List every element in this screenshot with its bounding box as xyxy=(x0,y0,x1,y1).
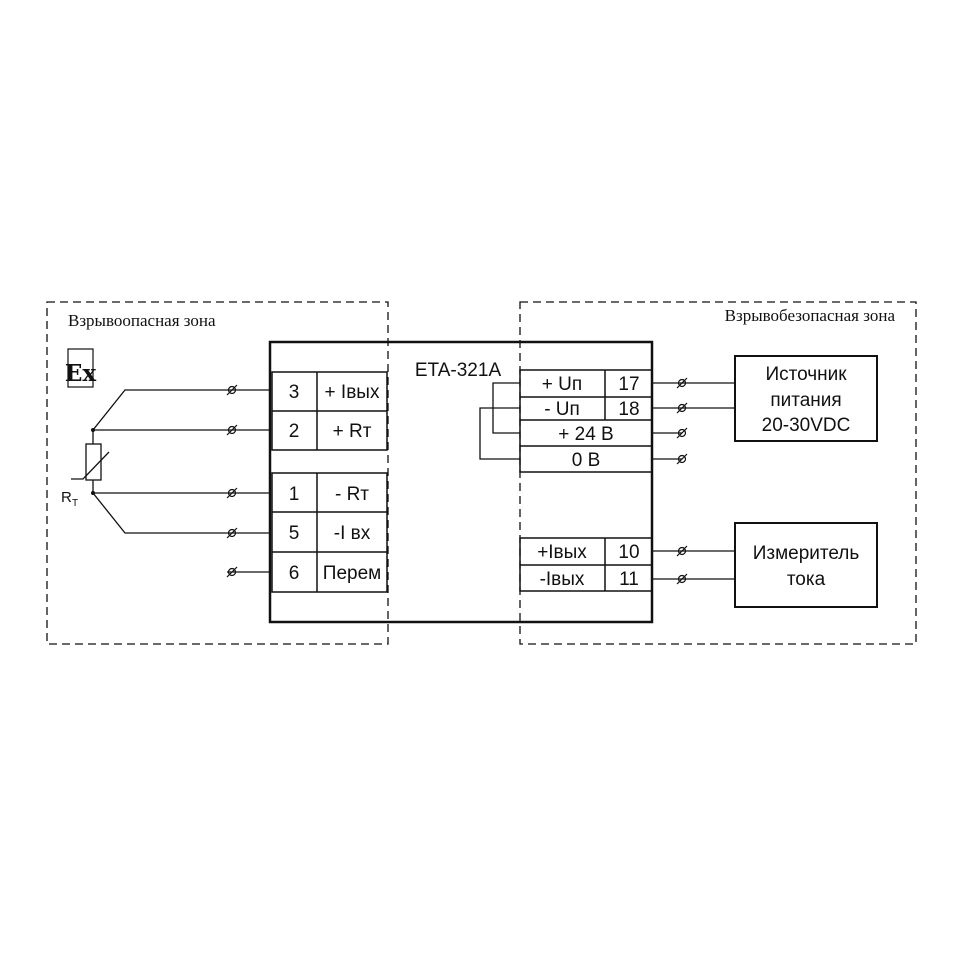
terminal-label: + Rт xyxy=(333,421,372,442)
hazardous-zone-label: Взрывоопасная зона xyxy=(68,311,216,330)
screw-terminal-icon xyxy=(676,427,688,439)
terminal-number: 17 xyxy=(618,374,639,395)
right-terminal-block xyxy=(519,369,653,592)
terminal-label: -I вх xyxy=(334,523,371,544)
terminal-label: - Rт xyxy=(335,484,369,505)
current-meter-box xyxy=(734,522,878,608)
terminal-label: + 24 В xyxy=(558,424,613,445)
hazardous-zone-border xyxy=(46,301,389,645)
screw-terminal-icon xyxy=(676,453,688,465)
device-body xyxy=(268,340,654,624)
screw-terminal-icon xyxy=(676,545,688,557)
safe-zone-label: Взрывобезопасная зона xyxy=(725,306,896,325)
ex-mark-icon: Ex xyxy=(65,348,97,388)
terminal-label: +Iвых xyxy=(537,542,587,563)
terminal-number: 3 xyxy=(289,382,300,403)
meter-line2: тока xyxy=(787,569,826,590)
svg-text:Ex: Ex xyxy=(65,360,97,387)
terminal-number: 10 xyxy=(618,542,639,563)
left-terminal-block xyxy=(271,371,388,593)
jumper-18-to-0v xyxy=(479,407,520,460)
screw-terminal-icon xyxy=(226,487,238,499)
screw-terminal-icon xyxy=(226,384,238,396)
meter-line1: Измеритель xyxy=(753,543,860,564)
power-supply-line1: Источник xyxy=(765,364,847,385)
screw-terminal-icon xyxy=(676,377,688,389)
terminal-label: 0 В xyxy=(572,450,601,471)
terminal-number: 11 xyxy=(619,569,639,590)
terminal-number: 1 xyxy=(289,484,300,505)
screw-terminal-icon xyxy=(676,402,688,414)
thermoresistor-sensor xyxy=(71,389,270,573)
terminal-number: 5 xyxy=(289,523,300,544)
terminal-label: -Iвых xyxy=(540,569,585,590)
terminal-label: + Uп xyxy=(542,374,582,395)
power-supply-box xyxy=(734,355,878,442)
power-supply-line3: 20-30VDC xyxy=(762,415,851,436)
screw-terminal-icon xyxy=(226,424,238,436)
terminal-label: - Uп xyxy=(544,399,580,420)
terminal-number: 2 xyxy=(289,421,300,442)
terminal-number: 6 xyxy=(289,563,300,584)
terminal-label: + Iвых xyxy=(325,382,380,403)
terminal-number: 18 xyxy=(618,399,639,420)
screw-terminal-icon xyxy=(676,573,688,585)
safe-zone-border xyxy=(519,301,917,645)
device-name: ETA-321A xyxy=(415,360,502,381)
screw-terminal-icon xyxy=(226,527,238,539)
right-wiring xyxy=(652,382,735,580)
sensor-label: R xyxy=(61,489,72,506)
sensor-label-sub: T xyxy=(72,498,78,509)
terminal-label: Перем xyxy=(323,563,381,584)
screw-terminal-icon xyxy=(226,566,238,578)
power-supply-line2: питания xyxy=(770,390,841,411)
